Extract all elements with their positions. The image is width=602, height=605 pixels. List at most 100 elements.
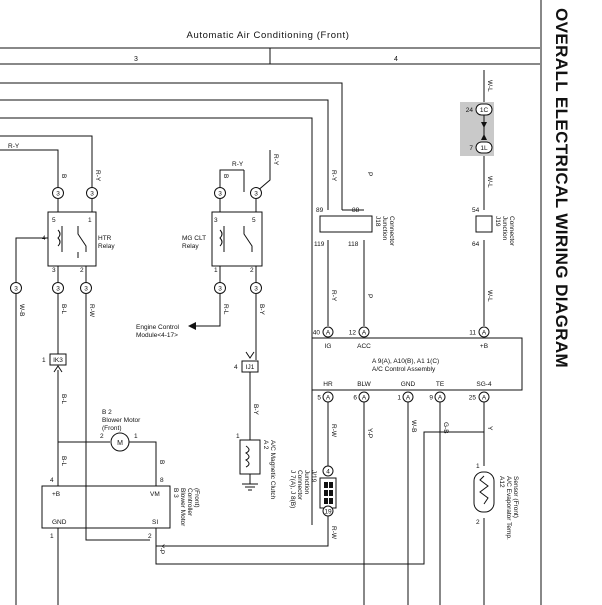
svg-text:(Front): (Front) bbox=[193, 488, 200, 508]
svg-text:3: 3 bbox=[214, 217, 218, 224]
svg-text:R-Y: R-Y bbox=[232, 161, 244, 168]
svg-text:W-L: W-L bbox=[486, 176, 493, 188]
pin-12: A 12 bbox=[349, 326, 370, 338]
svg-text:W-L: W-L bbox=[486, 80, 493, 92]
svg-text:3: 3 bbox=[254, 286, 258, 293]
svg-text:A12: A12 bbox=[498, 476, 505, 488]
svg-text:B: B bbox=[222, 174, 229, 178]
svg-text:R-W: R-W bbox=[330, 526, 337, 540]
svg-text:Blower Motor: Blower Motor bbox=[179, 488, 186, 527]
j19-junction-connector: 54 64 J19 Junction Connector bbox=[472, 207, 515, 248]
svg-text:5: 5 bbox=[52, 217, 56, 224]
svg-text:5: 5 bbox=[317, 395, 321, 402]
svg-text:1: 1 bbox=[50, 533, 54, 540]
pin-11: A 11 bbox=[469, 326, 490, 338]
svg-text:118: 118 bbox=[348, 241, 359, 248]
svg-text:A: A bbox=[326, 330, 331, 337]
svg-text:R-Y: R-Y bbox=[272, 154, 279, 166]
svg-text:Junction: Junction bbox=[303, 470, 310, 495]
htr-relay-label-2: Relay bbox=[98, 243, 115, 250]
svg-text:GND: GND bbox=[52, 519, 67, 526]
pin-1: A 1 bbox=[397, 391, 414, 403]
svg-text:B 3: B 3 bbox=[172, 488, 179, 498]
svg-text:Connector: Connector bbox=[388, 216, 395, 247]
svg-text:1: 1 bbox=[236, 433, 240, 440]
svg-text:19: 19 bbox=[324, 509, 332, 516]
svg-text:A: A bbox=[362, 330, 367, 337]
svg-text:1: 1 bbox=[42, 357, 46, 364]
blower-motor-b2: M 2 1 B 2 Blower Motor (Front) bbox=[100, 409, 141, 452]
svg-text:Y-P: Y-P bbox=[158, 544, 165, 554]
svg-text:A: A bbox=[362, 395, 367, 402]
svg-text:Y-P: Y-P bbox=[366, 428, 373, 438]
connector-ij1: IJ1 4 bbox=[234, 351, 259, 373]
svg-text:54: 54 bbox=[472, 207, 480, 214]
svg-text:R-Y: R-Y bbox=[330, 170, 337, 182]
svg-text:88: 88 bbox=[352, 207, 360, 214]
connector-3-left: 3 bbox=[10, 282, 22, 294]
svg-text:W-L: W-L bbox=[486, 290, 493, 302]
svg-text:8: 8 bbox=[160, 477, 164, 484]
pin-5: A 5 bbox=[317, 391, 334, 403]
svg-text:9: 9 bbox=[429, 395, 433, 402]
svg-text:5: 5 bbox=[252, 217, 256, 224]
svg-text:+B: +B bbox=[52, 491, 60, 498]
evaporator-temp-sensor-a12: 1 2 A12 A/C Evaporator Temp. Sensor (Fro… bbox=[473, 463, 519, 540]
svg-text:W-B: W-B bbox=[410, 420, 417, 433]
svg-text:IK3: IK3 bbox=[53, 357, 63, 364]
svg-text:VM: VM bbox=[150, 491, 160, 498]
svg-text:3: 3 bbox=[90, 191, 94, 198]
svg-text:89: 89 bbox=[316, 207, 324, 214]
svg-text:R-Y: R-Y bbox=[330, 290, 337, 302]
svg-text:(Front): (Front) bbox=[102, 425, 122, 432]
pin-25: A 25 bbox=[469, 391, 490, 403]
svg-text:A: A bbox=[482, 395, 487, 402]
svg-text:R-W: R-W bbox=[330, 424, 337, 438]
svg-text:A/C Control Assembly: A/C Control Assembly bbox=[372, 366, 436, 373]
svg-text:64: 64 bbox=[472, 241, 480, 248]
svg-text:2: 2 bbox=[148, 533, 152, 540]
pin-6: A 6 bbox=[353, 391, 370, 403]
connector-3-mg-bottom-right: 3 bbox=[250, 282, 262, 294]
diagram-frame bbox=[0, 0, 542, 605]
svg-text:J18: J18 bbox=[374, 216, 381, 227]
svg-text:R-Y: R-Y bbox=[8, 143, 20, 150]
wire-color-labels: R-Y R-Y B R-Y B R-Y R-Y P W-L W-L W-B B-… bbox=[8, 80, 493, 554]
svg-text:J/19: J/19 bbox=[310, 470, 317, 483]
svg-text:11: 11 bbox=[469, 330, 476, 337]
svg-text:P: P bbox=[366, 294, 373, 298]
svg-text:Connector: Connector bbox=[508, 216, 515, 247]
svg-text:ACC: ACC bbox=[357, 343, 371, 350]
svg-text:Sensor (Front): Sensor (Front) bbox=[512, 476, 519, 518]
svg-text:7: 7 bbox=[469, 145, 473, 152]
svg-text:4: 4 bbox=[326, 469, 330, 476]
svg-text:1: 1 bbox=[476, 463, 480, 470]
svg-text:3: 3 bbox=[218, 286, 222, 293]
svg-text:W-B: W-B bbox=[18, 304, 25, 317]
connector-3-htr-bottom-left: 3 bbox=[52, 282, 64, 294]
svg-text:A 2: A 2 bbox=[262, 440, 269, 450]
svg-text:3: 3 bbox=[218, 191, 222, 198]
svg-text:GND: GND bbox=[401, 381, 416, 388]
svg-text:1: 1 bbox=[397, 395, 401, 402]
svg-text:3: 3 bbox=[56, 286, 60, 293]
svg-text:3: 3 bbox=[84, 286, 88, 293]
mg-relay-label-2: Relay bbox=[182, 243, 199, 250]
svg-text:Y: Y bbox=[486, 426, 493, 431]
ecm-arrow-icon bbox=[188, 322, 196, 330]
svg-text:1: 1 bbox=[88, 217, 92, 224]
svg-text:B-L: B-L bbox=[60, 304, 67, 315]
svg-text:Junction: Junction bbox=[381, 216, 388, 241]
svg-text:Controller: Controller bbox=[186, 488, 193, 517]
svg-text:B-L: B-L bbox=[60, 456, 67, 467]
svg-text:Junction: Junction bbox=[501, 216, 508, 241]
ac-control-assembly: A 40 A 12 A 11 IG ACC +B A 9(A), A10(B),… bbox=[311, 326, 523, 403]
svg-text:A 9(A), A10(B), A1 1(C): A 9(A), A10(B), A1 1(C) bbox=[372, 358, 439, 365]
magnetic-clutch-a2: 1 A 2 A/C Magnetic Clutch bbox=[236, 433, 276, 500]
svg-text:BLW: BLW bbox=[357, 381, 371, 388]
svg-text:P: P bbox=[366, 172, 373, 176]
diagram-title: Automatic Air Conditioning (Front) bbox=[187, 30, 350, 41]
svg-text:B-Y: B-Y bbox=[252, 404, 259, 416]
svg-text:SG-4: SG-4 bbox=[476, 381, 492, 388]
